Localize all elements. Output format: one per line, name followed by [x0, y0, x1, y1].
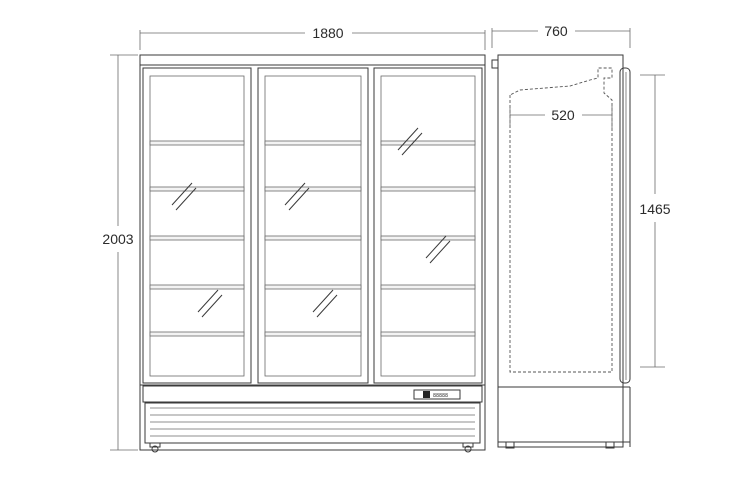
dimension-door-height: 1465 [639, 74, 671, 368]
glass-glare [312, 289, 334, 313]
side-door-profile [619, 67, 631, 384]
glass-glare [284, 182, 306, 206]
glass-glare [197, 289, 219, 313]
glass-glare [397, 127, 419, 151]
dimension-label-side-depth: 760 [544, 23, 568, 39]
dimension-total-height: 2003 [102, 54, 138, 451]
dimension-front-width: 1880 [139, 25, 486, 50]
dimension-label-inner-depth: 520 [551, 107, 575, 123]
door-middle [257, 67, 369, 384]
front-view: 88888 [139, 54, 486, 453]
caster-right [462, 442, 474, 453]
dimension-inner-depth: 520 [509, 105, 613, 128]
glass-glare [425, 235, 447, 259]
dimension-label-front-width: 1880 [312, 25, 343, 41]
caster-left [149, 442, 161, 453]
side-view [491, 54, 631, 449]
temperature-display: 88888 [413, 389, 461, 400]
glass-glare [171, 182, 193, 206]
dimension-label-total-height: 2003 [102, 231, 133, 247]
side-cabinet-outline [497, 54, 624, 448]
door-right [373, 67, 483, 384]
door-left [142, 67, 252, 384]
display-readout: 88888 [433, 393, 448, 399]
dimension-label-door-height: 1465 [639, 201, 670, 217]
vent-grille [142, 385, 483, 444]
front-cabinet-outline [139, 54, 486, 451]
dimension-side-depth: 760 [491, 23, 631, 48]
